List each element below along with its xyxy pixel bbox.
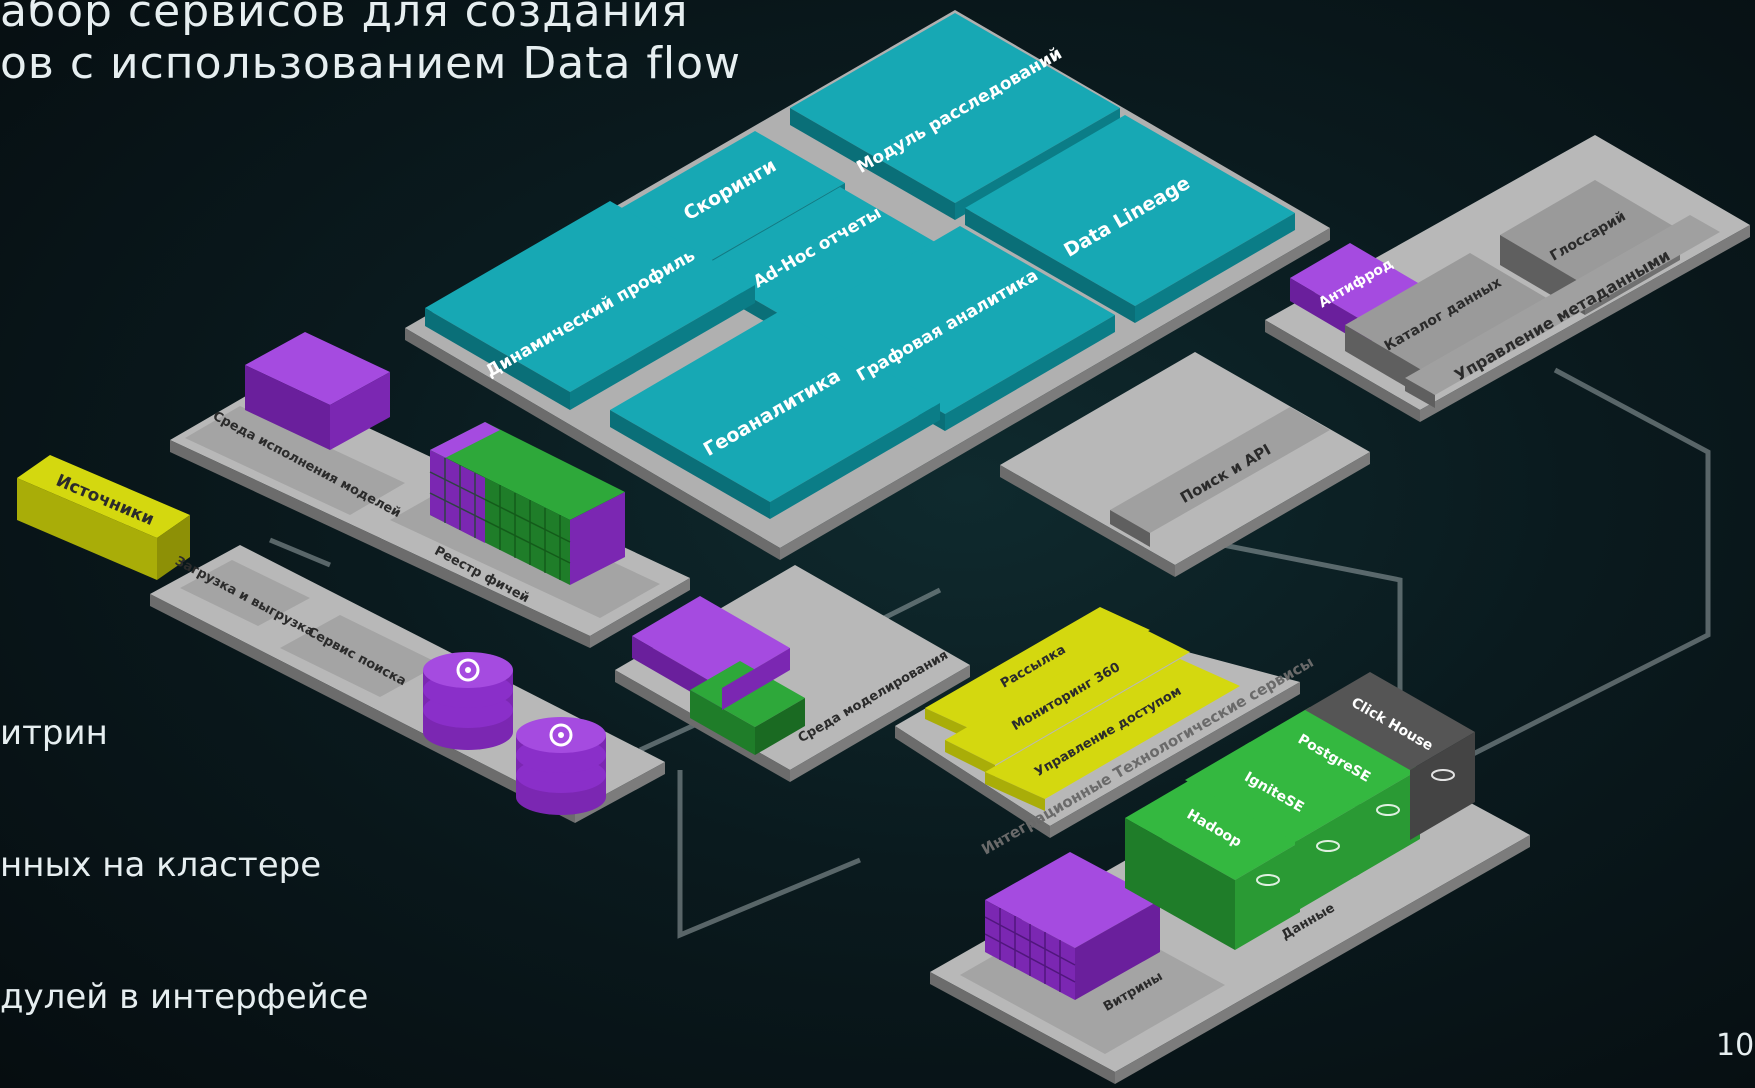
top-modules <box>425 13 1295 519</box>
slide-heading-line1: абор сервисов для создания <box>0 0 689 37</box>
db-icon <box>1256 874 1280 886</box>
bullet-item: дулей в интерфейсе <box>0 977 369 1017</box>
db-icon <box>1316 840 1340 852</box>
slide-heading-line2: ов с использованием Data flow <box>0 38 742 89</box>
module-geoanalytics <box>610 311 940 519</box>
module-dynamic-profile <box>425 201 755 410</box>
feature-cubes <box>429 422 625 585</box>
db-icon <box>1376 804 1400 816</box>
db-icon <box>1431 769 1455 781</box>
module-data-lineage <box>965 115 1295 323</box>
store-clickhouse <box>1305 672 1475 840</box>
search-api-platform <box>1000 352 1370 577</box>
store-postgrese <box>1245 707 1420 877</box>
gear-db-icon <box>423 652 513 750</box>
data-stores <box>1125 672 1475 950</box>
store-hadoop <box>1125 780 1300 950</box>
marts-cubes <box>984 852 1160 1000</box>
store-ignitese <box>1185 742 1360 912</box>
page-number: 10 <box>1716 1028 1755 1063</box>
metadata-platform <box>1265 135 1750 422</box>
modeling-platform <box>615 565 970 782</box>
gear-db-icons <box>423 652 606 815</box>
integration-platform <box>895 607 1300 838</box>
bullet-item: итрин <box>0 713 108 753</box>
sources-block <box>17 455 190 580</box>
bullet-item: нных на кластере <box>0 845 322 885</box>
gear-db-icon <box>516 717 606 815</box>
